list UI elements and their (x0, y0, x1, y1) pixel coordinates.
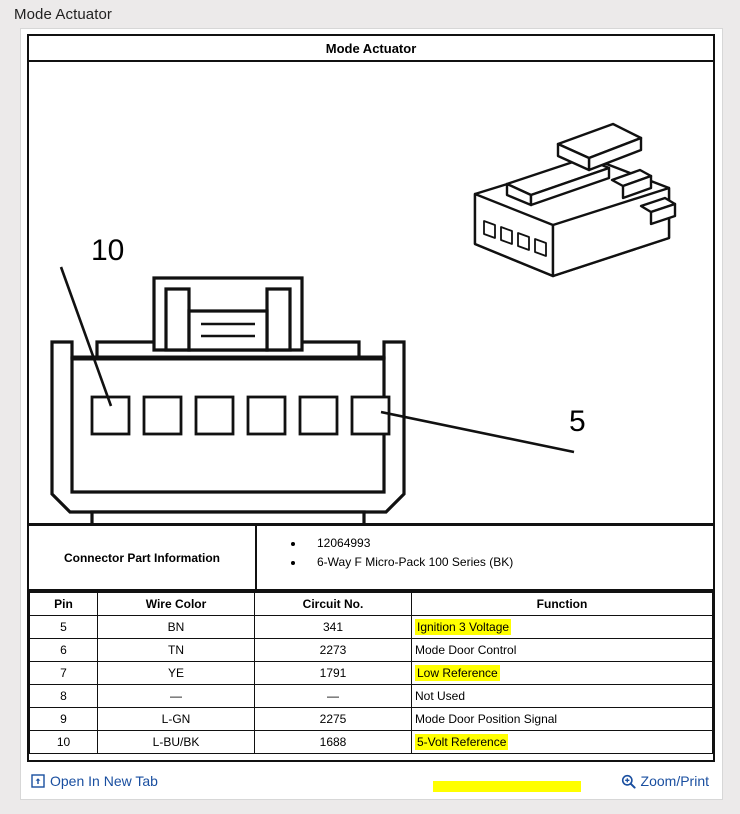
cavity-8 (194, 395, 235, 436)
table-row: 5 BN 341 Ignition 3 Voltage (29, 615, 713, 639)
cell-pin: 8 (29, 684, 98, 708)
connector-part-information-values-cell: 12064993 6-Way F Micro-Pack 100 Series (… (257, 526, 713, 589)
cell-circuit-no: — (254, 684, 412, 708)
table-row: 7 YE 1791 Low Reference (29, 661, 713, 685)
terminal-cavities (90, 395, 391, 436)
cavity-5 (350, 395, 391, 436)
table-row: 9 L-GN 2275 Mode Door Position Signal (29, 707, 713, 731)
open-in-new-tab-label: Open In New Tab (50, 773, 158, 789)
cell-wire-color: L-BU/BK (97, 730, 255, 754)
open-in-new-tab-icon (31, 774, 45, 788)
connector-part-information-label: Connector Part Information (63, 550, 220, 565)
cavity-9 (142, 395, 183, 436)
viewer-toolbar: Open In New Tab Zoom/Print (27, 767, 715, 795)
table-row: 10 L-BU/BK 1688 5-Volt Reference (29, 730, 713, 754)
cell-wire-color: L-GN (97, 707, 255, 731)
cell-function: Mode Door Control (411, 638, 713, 662)
pin-label-10: 10 (91, 234, 125, 267)
column-header-circuit-no: Circuit No. (254, 592, 412, 616)
document-viewer-panel: Mode Actuator (20, 28, 723, 800)
cell-function: Ignition 3 Voltage (411, 615, 713, 639)
connector-diagram-svg (50, 122, 677, 523)
connector-diagram-area: 10 5 (29, 62, 713, 526)
zoom-print-label: Zoom/Print (640, 773, 709, 789)
zoom-print-link[interactable]: Zoom/Print (621, 773, 709, 789)
cell-circuit-no: 341 (254, 615, 412, 639)
list-item: 12064993 (305, 534, 713, 553)
cavity-6 (298, 395, 339, 436)
highlight-marker-overflow (433, 781, 581, 792)
connector-part-information-label-cell: Connector Part Information (29, 526, 257, 589)
column-header-wire-color: Wire Color (97, 592, 255, 616)
connector-part-information-row: Connector Part Information 12064993 6-Wa… (29, 526, 713, 592)
cell-pin: 9 (29, 707, 98, 731)
connector-isometric-view (473, 122, 677, 278)
list-item: 6-Way F Micro-Pack 100 Series (BK) (305, 553, 713, 572)
leader-line-10 (59, 266, 113, 407)
cell-function: Low Reference (411, 661, 713, 685)
highlighted-function-text: 5-Volt Reference (415, 734, 509, 750)
highlighted-function-text: Ignition 3 Voltage (415, 619, 512, 635)
cell-wire-color: TN (97, 638, 255, 662)
table-header-row: Pin Wire Color Circuit No. Function (29, 592, 713, 616)
cell-circuit-no: 2275 (254, 707, 412, 731)
page-title: Mode Actuator (14, 6, 113, 23)
highlighted-function-text: Low Reference (415, 665, 500, 681)
cell-circuit-no: 1791 (254, 661, 412, 685)
leader-line-5 (380, 410, 575, 454)
open-in-new-tab-link[interactable]: Open In New Tab (31, 773, 158, 789)
document-title: Mode Actuator (325, 40, 417, 56)
cell-pin: 6 (29, 638, 98, 662)
cell-wire-color: BN (97, 615, 255, 639)
cell-function: 5-Volt Reference (411, 730, 713, 754)
column-header-pin: Pin (29, 592, 98, 616)
cavity-10 (90, 395, 131, 436)
cell-pin: 5 (29, 615, 98, 639)
column-header-function: Function (411, 592, 713, 616)
cell-circuit-no: 1688 (254, 730, 412, 754)
document-title-bar: Mode Actuator (29, 36, 713, 62)
magnifier-plus-icon (621, 774, 636, 789)
wiring-diagram-document: Mode Actuator (27, 34, 715, 762)
cell-circuit-no: 2273 (254, 638, 412, 662)
pin-assignment-table: Pin Wire Color Circuit No. Function 5 BN… (29, 592, 713, 754)
cell-wire-color: — (97, 684, 255, 708)
cell-function: Mode Door Position Signal (411, 707, 713, 731)
connector-part-information-list: 12064993 6-Way F Micro-Pack 100 Series (… (287, 534, 713, 572)
pin-label-5: 5 (569, 405, 586, 438)
table-row: 6 TN 2273 Mode Door Control (29, 638, 713, 662)
cell-pin: 10 (29, 730, 98, 754)
cell-wire-color: YE (97, 661, 255, 685)
cell-pin: 7 (29, 661, 98, 685)
cell-function: Not Used (411, 684, 713, 708)
cavity-7 (246, 395, 287, 436)
table-row: 8 — — Not Used (29, 684, 713, 708)
